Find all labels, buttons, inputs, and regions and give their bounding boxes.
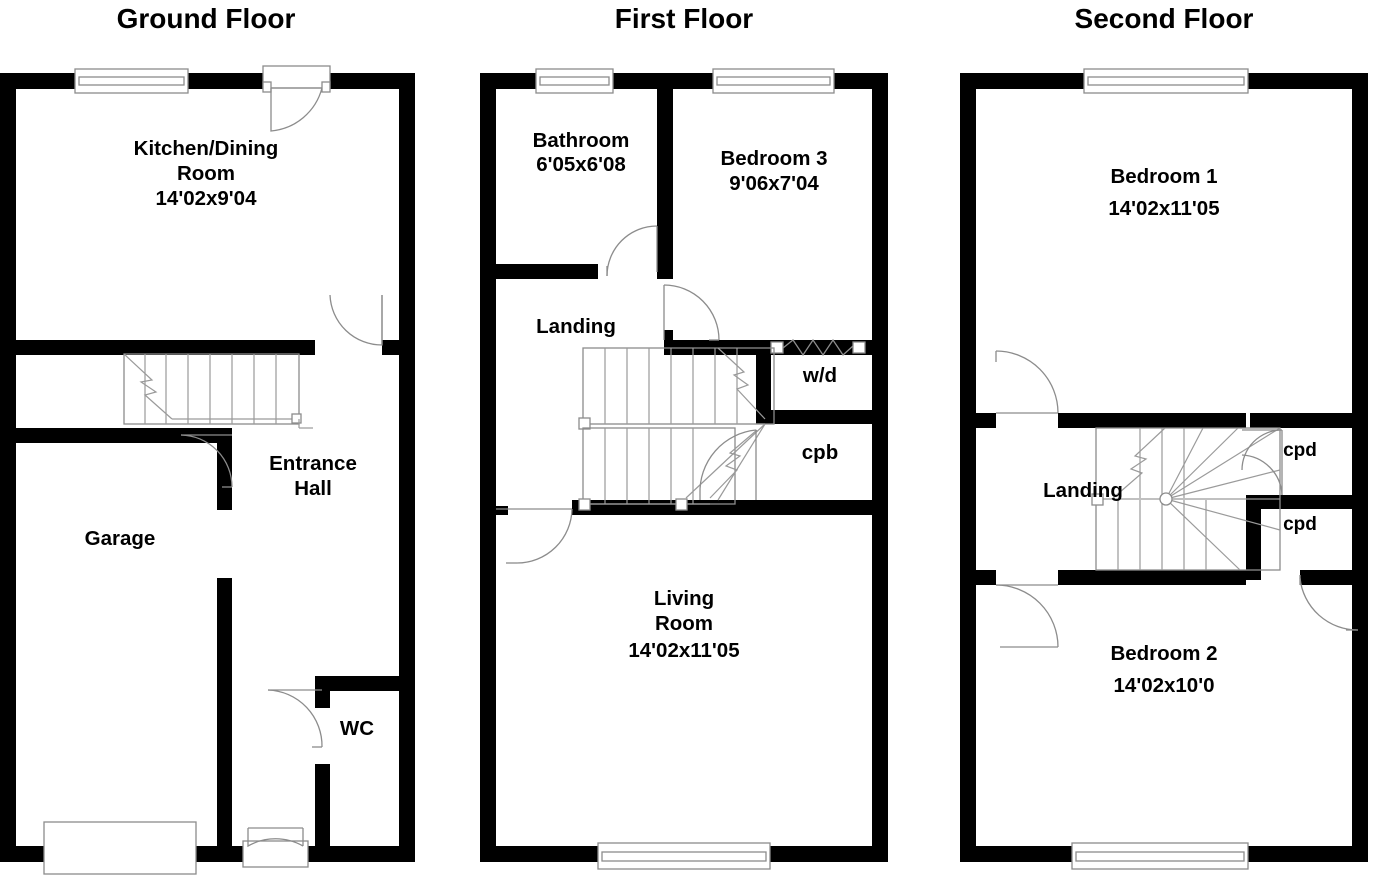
label-living-dimensions: 14'02x11'05	[628, 639, 739, 662]
label-bathroom-dimensions: 6'05x6'08	[536, 153, 626, 176]
wall-top-mid	[188, 73, 264, 89]
label-bedroom2: Bedroom 2	[1110, 642, 1217, 665]
wall-f2-landing-bottom-left	[960, 570, 996, 585]
label-cpd-upper: cpd	[1283, 440, 1317, 461]
wall-bathroom-bottom-stub	[657, 264, 673, 279]
wall-f2-landing-bottom-mid	[1058, 570, 1246, 585]
door-bedroom3	[663, 284, 720, 341]
wall-f2-bed1-bottom-mid	[1058, 413, 1246, 428]
wall-bathroom-bottom	[480, 264, 598, 279]
wall-wd-left	[756, 355, 771, 423]
wall-cpb-bottom-seg	[702, 500, 756, 515]
wall-wc-top	[315, 676, 399, 691]
wall-f2-landing-bottom-right	[1300, 570, 1368, 585]
label-bedroom3-dimensions: 9'06x7'04	[729, 172, 819, 195]
window-bedroom1	[1083, 68, 1249, 94]
wall-cpd-lower-left	[1246, 495, 1261, 580]
door-bedroom1	[995, 350, 1059, 414]
staircase-first-upper	[578, 347, 775, 430]
wall-garage-top	[0, 428, 232, 443]
window-bathroom	[535, 68, 614, 94]
door-cpd-upper	[1241, 429, 1283, 496]
door-bedroom2-right	[1299, 575, 1359, 631]
label-living-line1: Living	[654, 587, 714, 610]
wall-bedroom3-jamb	[664, 330, 673, 348]
wall-wd-bottom	[756, 410, 888, 424]
label-kitchen-line2: Room	[177, 162, 235, 185]
ground-floor-title: Ground Floor	[117, 3, 296, 34]
label-bedroom1-dimensions: 14'02x11'05	[1108, 197, 1219, 220]
label-wc: WC	[340, 717, 374, 740]
label-wd: w/d	[802, 364, 837, 387]
label-bedroom1: Bedroom 1	[1110, 165, 1217, 188]
wall-garage-right-lower	[217, 578, 232, 846]
label-bedroom2-dimensions: 14'02x10'0	[1114, 674, 1215, 697]
label-living-line2: Room	[655, 612, 713, 635]
label-landing-first: Landing	[536, 315, 616, 338]
wall-cpd-divider	[1246, 495, 1368, 509]
door-bathroom	[606, 225, 658, 277]
window-bedroom2	[1071, 842, 1249, 870]
wall-f1-left	[480, 73, 496, 862]
wall-wc-left-lower	[315, 764, 330, 846]
wall-cpb-bottom	[756, 500, 888, 515]
wall-left-outer	[0, 73, 16, 862]
wall-f2-top-right	[1248, 73, 1368, 89]
label-cpd-lower: cpd	[1283, 514, 1317, 535]
label-landing-second: Landing	[1043, 479, 1123, 502]
door-kitchen-external	[262, 65, 331, 132]
wall-top-left	[0, 73, 75, 89]
ground-floor-walls	[0, 73, 415, 862]
winder-staircase-second	[1091, 427, 1281, 571]
label-cpb: cpb	[802, 441, 838, 464]
door-bedroom2-left	[995, 584, 1059, 648]
wall-top-right	[330, 73, 415, 89]
wall-right-outer	[399, 73, 415, 862]
wall-wc-left-upper	[315, 676, 330, 708]
wall-f2-right	[1352, 73, 1368, 862]
label-entrance-hall-line2: Hall	[294, 477, 332, 500]
door-kitchen-to-hall	[329, 294, 383, 346]
wall-f2-bed1-bottom-left	[960, 413, 996, 428]
label-bathroom: Bathroom	[533, 129, 630, 152]
wall-garage-right-upper	[217, 428, 232, 510]
wall-bottom-right	[308, 846, 415, 862]
label-kitchen-line1: Kitchen/Dining	[134, 137, 279, 160]
door-landing-to-living	[496, 508, 573, 564]
door-front-entrance	[242, 827, 309, 868]
staircase-first-lower	[578, 423, 766, 511]
second-floor-plan: Second Floor	[960, 3, 1368, 870]
wall-kitchen-bottom	[0, 340, 315, 355]
ground-floor-plan: Ground Floor	[0, 3, 415, 875]
label-kitchen-dimensions: 14'02x9'04	[156, 187, 258, 210]
staircase-ground	[123, 353, 313, 429]
wall-f2-left	[960, 73, 976, 862]
door-garage-to-hall	[180, 434, 233, 488]
wall-f1-right	[872, 73, 888, 862]
label-garage: Garage	[85, 527, 156, 550]
garage-door	[43, 821, 197, 875]
window-living-room	[597, 842, 771, 870]
door-wc	[267, 689, 323, 748]
second-floor-title: Second Floor	[1075, 3, 1254, 34]
wall-bathroom-bedroom3	[657, 73, 673, 275]
wall-f2-bed1-bottom-right	[1250, 413, 1368, 428]
first-floor-title: First Floor	[615, 3, 754, 34]
window-kitchen	[74, 68, 189, 94]
door-cpb	[699, 429, 757, 500]
wall-kitchen-bottom-stub	[382, 340, 415, 355]
label-entrance-hall-line1: Entrance	[269, 452, 357, 475]
wall-f2-top-left	[960, 73, 1084, 89]
label-bedroom3: Bedroom 3	[720, 147, 827, 170]
window-bedroom3	[712, 68, 835, 94]
first-floor-plan: First Floor	[480, 3, 888, 870]
wall-landing-door-jamb	[496, 506, 508, 515]
